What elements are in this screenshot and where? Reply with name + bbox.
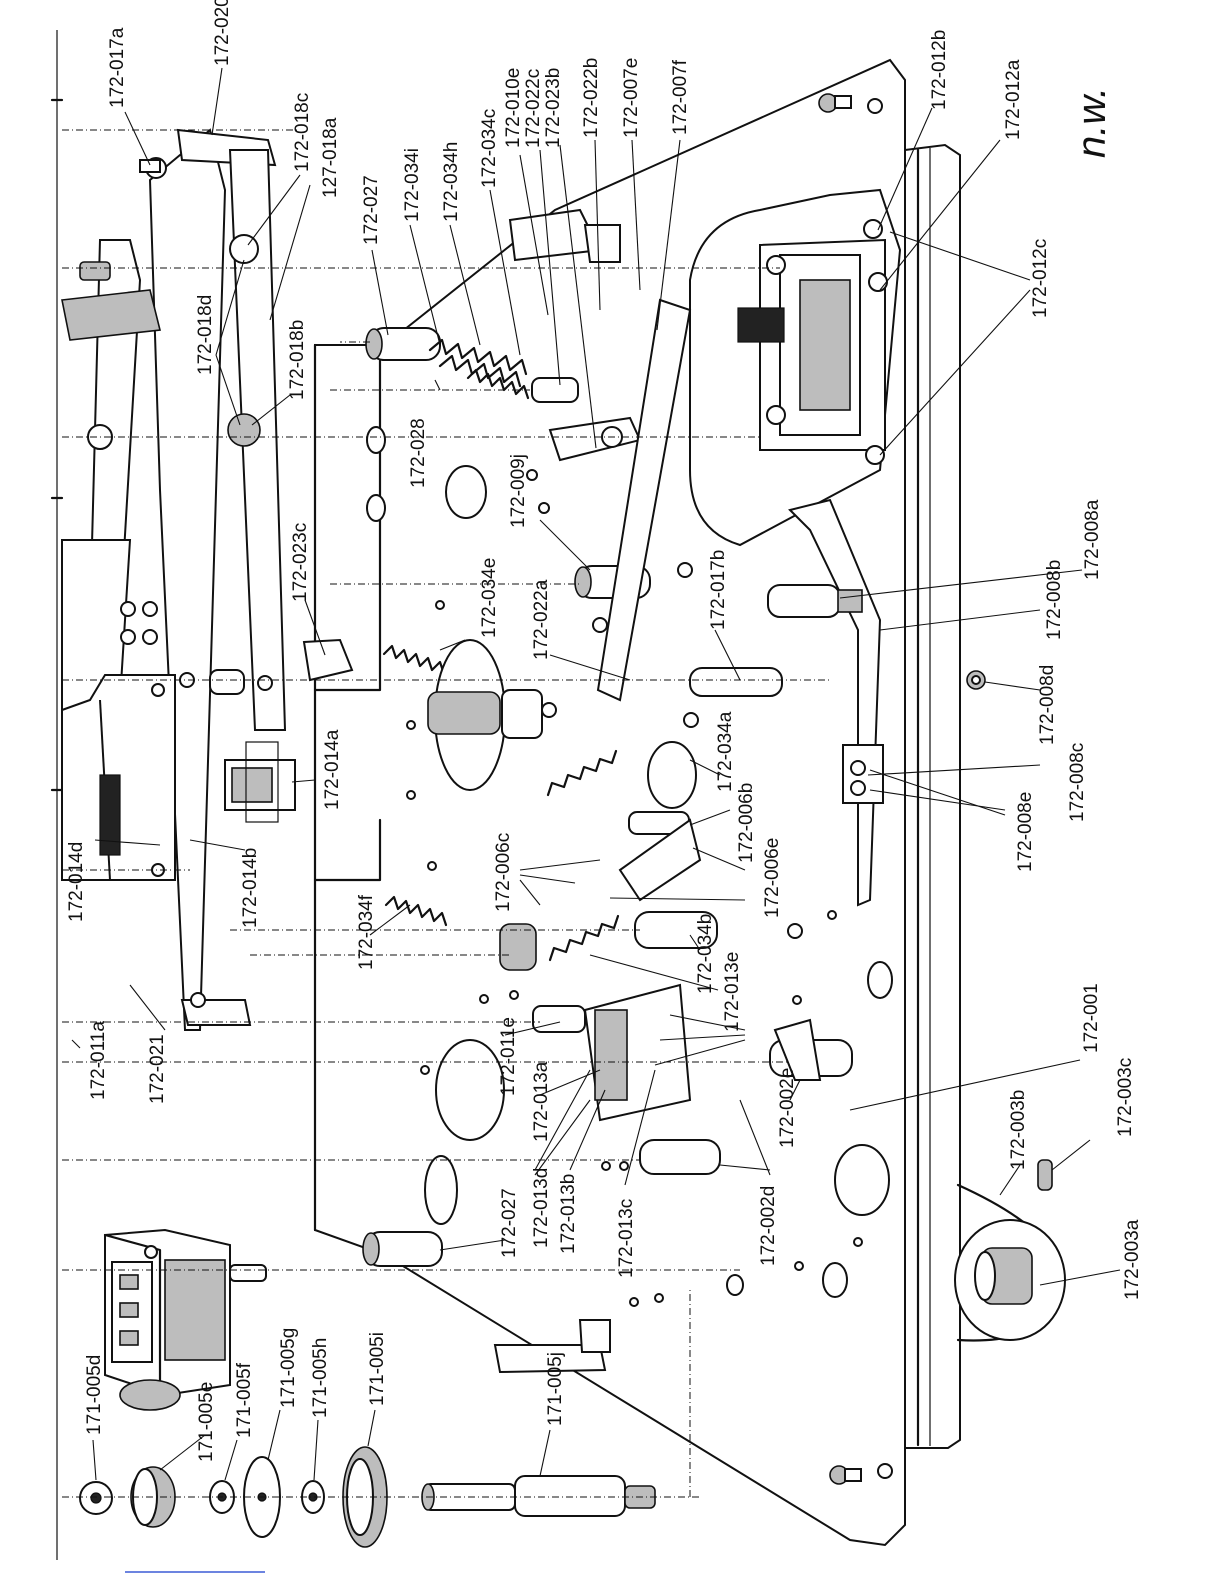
label-172-014d: 172-014d: [66, 842, 87, 922]
label-172-018d: 172-018d: [195, 295, 216, 375]
label-171-005j: 171-005j: [545, 1352, 566, 1426]
label-172-018c: 172-018c: [292, 93, 313, 172]
label-172-012b: 172-012b: [929, 30, 950, 110]
label-172-007f: 172-007f: [670, 59, 691, 135]
label-172-023c: 172-023c: [290, 523, 311, 602]
label-172-034i: 172-034i: [402, 148, 423, 222]
label-172-008a: 172-008a: [1082, 499, 1103, 580]
label-172-034h: 172-034h: [441, 142, 462, 222]
plate-holes: [366, 426, 893, 1307]
label-172-014a: 172-014a: [322, 729, 343, 810]
callout-labels: 172-017a 172-020 172-018c 127-018a 172-0…: [66, 0, 1143, 1462]
label-172-008c: 172-008c: [1067, 743, 1088, 822]
label-172-022c: 172-022c: [523, 69, 544, 148]
label-172-001: 172-001: [1081, 983, 1102, 1053]
label-172-010e: 172-010e: [503, 68, 524, 148]
label-172-006c: 172-006c: [493, 833, 514, 912]
counter-unit: [103, 1228, 267, 1411]
leader-lines: [71, 67, 1121, 1481]
base-frame: [904, 143, 961, 1449]
label-172-003c: 172-003c: [1115, 1058, 1136, 1137]
label-127-018a: 127-018a: [320, 117, 341, 198]
label-171-005f: 171-005f: [234, 1362, 255, 1438]
spindle-discs: [427, 639, 543, 971]
label-172-034a: 172-034a: [715, 711, 736, 792]
label-172-006b: 172-006b: [736, 783, 757, 863]
label-172-034b: 172-034b: [695, 914, 716, 994]
label-172-022b: 172-022b: [581, 58, 602, 138]
upper-arm-assembly: [61, 128, 287, 1031]
label-172-017b: 172-017b: [708, 550, 729, 630]
label-172-034f: 172-034f: [356, 894, 377, 970]
label-171-005i: 171-005i: [367, 1332, 388, 1406]
label-172-027-bottom: 172-027: [499, 1188, 520, 1258]
label-172-013d: 172-013d: [531, 1168, 552, 1248]
label-172-006e: 172-006e: [762, 838, 783, 918]
label-171-005e: 171-005e: [196, 1382, 217, 1462]
label-172-028: 172-028: [408, 418, 429, 488]
label-172-003b: 172-003b: [1008, 1090, 1029, 1170]
label-172-012c: 172-012c: [1030, 239, 1051, 318]
label-172-013b: 172-013b: [558, 1174, 579, 1254]
switch-bracket: [689, 188, 902, 547]
label-172-012a: 172-012a: [1003, 59, 1024, 140]
lever-arm-assembly: [767, 498, 986, 907]
label-172-027-top: 172-027: [361, 175, 382, 245]
label-172-008d: 172-008d: [1037, 665, 1058, 745]
label-172-034e: 172-034e: [479, 558, 500, 638]
pulley-belt: [954, 1159, 1066, 1342]
label-172-034c: 172-034c: [479, 109, 500, 188]
label-172-011e: 172-011e: [498, 1017, 519, 1096]
scan-edge-marks: [50, 30, 265, 1573]
mechanism-artwork: [50, 30, 1121, 1573]
label-172-009j: 172-009j: [508, 454, 529, 528]
springs: [382, 338, 620, 962]
label-172-014b: 172-014b: [240, 848, 261, 928]
levers: [302, 298, 822, 1122]
label-172-018b: 172-018b: [287, 320, 308, 400]
centre-lines: [62, 129, 830, 1498]
label-172-013e: 172-013e: [722, 952, 743, 1032]
label-172-013c: 172-013c: [616, 1199, 637, 1278]
label-171-005h: 171-005h: [310, 1338, 331, 1418]
label-172-020: 172-020: [212, 0, 233, 66]
label-171-005d: 171-005d: [84, 1355, 105, 1435]
label-172-013a: 172-013a: [531, 1061, 552, 1142]
label-172-007e: 172-007e: [621, 58, 642, 138]
label-172-002e: 172-002e: [777, 1068, 798, 1148]
label-172-003a: 172-003a: [1122, 1219, 1143, 1300]
artist-signature: n.w.: [1070, 87, 1114, 158]
label-172-008e: 172-008e: [1015, 792, 1036, 872]
label-172-022a: 172-022a: [531, 579, 552, 660]
label-172-011a: 172-011a: [88, 1021, 109, 1100]
label-172-023b: 172-023b: [543, 68, 564, 148]
label-171-005g: 171-005g: [278, 1328, 299, 1408]
label-172-002d: 172-002d: [758, 1186, 779, 1266]
label-172-017a: 172-017a: [107, 27, 128, 108]
label-172-008b: 172-008b: [1044, 560, 1065, 640]
label-172-021: 172-021: [147, 1034, 168, 1104]
